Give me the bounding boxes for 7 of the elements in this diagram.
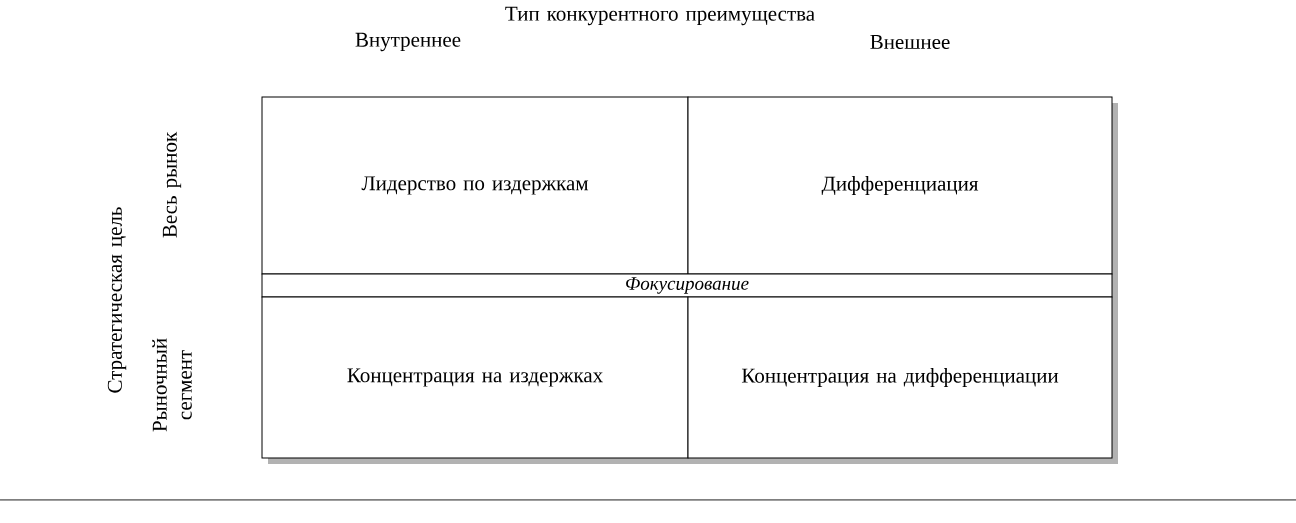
band: Фокусирование [261, 273, 1113, 298]
axis-label: Тип конкурентного преимущества [505, 6, 815, 26]
axis-label: Внешнее [870, 35, 950, 49]
axis-label: Рыночный сегмент [152, 338, 192, 432]
axis-label: Внутреннее [355, 32, 461, 52]
axis-label: Стратегическая цель [107, 207, 127, 393]
axis-label: Весь рынок [162, 131, 182, 238]
